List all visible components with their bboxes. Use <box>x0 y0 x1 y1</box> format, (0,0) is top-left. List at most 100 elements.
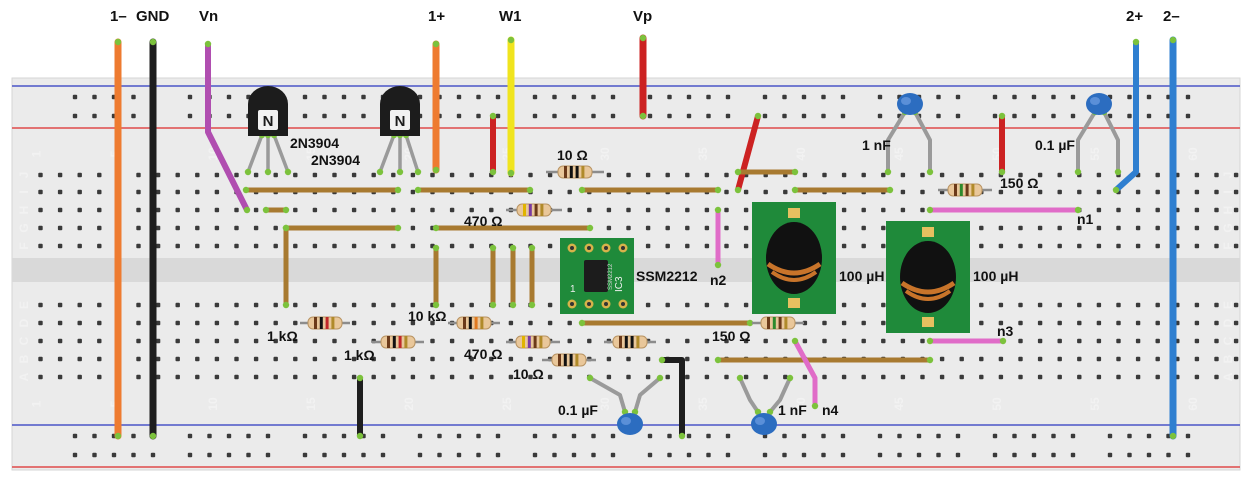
rail-hole <box>840 433 846 439</box>
hole <box>1077 302 1082 308</box>
hole <box>841 320 847 326</box>
hole <box>998 243 1004 249</box>
hole <box>1233 320 1239 326</box>
resistor-1k-left-body <box>307 316 343 330</box>
cap-leg <box>738 376 760 414</box>
rail-hole <box>361 113 366 119</box>
hole <box>645 374 651 380</box>
hole <box>1077 338 1082 344</box>
hole <box>97 189 102 195</box>
hole <box>38 207 43 213</box>
hole <box>939 356 945 362</box>
hole <box>665 243 670 249</box>
hole <box>841 302 847 308</box>
hole <box>38 338 43 344</box>
hole <box>273 172 278 178</box>
hole <box>195 338 200 344</box>
rail-hole <box>1031 452 1037 458</box>
rail-hole <box>686 452 692 458</box>
hole <box>351 302 357 308</box>
rail-hole <box>1127 94 1132 100</box>
hole <box>371 243 376 249</box>
capacitor-1nf-bottom-shine <box>755 417 765 425</box>
rail-hole <box>532 113 538 119</box>
hole <box>861 320 866 326</box>
hole <box>371 207 376 213</box>
hole <box>861 243 866 249</box>
hole <box>1018 356 1023 362</box>
jumper-black-1-end <box>356 432 364 440</box>
rail-hole <box>1166 452 1171 458</box>
hole <box>430 356 435 362</box>
transistor-q2-badge <box>390 110 410 130</box>
resistor-10k-band <box>468 317 472 329</box>
transistor-leg <box>246 133 264 174</box>
hole <box>136 207 141 213</box>
hole <box>861 338 866 344</box>
hole <box>136 302 141 308</box>
rail-hole <box>322 94 327 100</box>
wire-node-n4-end <box>811 402 819 410</box>
hole <box>724 225 729 231</box>
hole <box>312 207 318 213</box>
hole <box>645 243 651 249</box>
hole <box>1116 243 1121 249</box>
hole <box>783 189 788 195</box>
inductor-l1-winding <box>770 270 818 282</box>
hole <box>1135 207 1141 213</box>
hole <box>195 207 200 213</box>
transistor-q1-marking: N <box>263 113 274 130</box>
rail-hole <box>226 433 232 439</box>
rail-hole <box>1146 113 1152 119</box>
label-r10-bottom: 10 Ω <box>513 366 544 382</box>
hole <box>195 320 200 326</box>
hole <box>214 374 220 380</box>
hole <box>489 374 494 380</box>
hole <box>861 207 866 213</box>
hole <box>626 356 631 362</box>
transistor-leg-end <box>396 168 404 176</box>
hole <box>528 374 533 380</box>
hole <box>1155 243 1160 249</box>
label-node-n4: n4 <box>822 402 839 418</box>
row-letter: G <box>1221 223 1235 232</box>
rail-hole <box>936 433 941 439</box>
hole <box>939 374 945 380</box>
rail-hole <box>437 452 442 458</box>
resistor-150-top-band <box>954 184 957 196</box>
ic-pad-hole <box>570 246 574 250</box>
hole <box>1096 338 1102 344</box>
resistor-10-bottom-body <box>551 353 587 367</box>
hole <box>704 207 710 213</box>
hole <box>900 374 906 380</box>
inductor-l2-winding <box>904 289 952 301</box>
hole <box>1135 243 1141 249</box>
hole <box>645 207 651 213</box>
hole <box>1037 172 1043 178</box>
rail-hole <box>1070 433 1076 439</box>
hole <box>77 189 82 195</box>
hole <box>1194 172 1200 178</box>
hole <box>38 374 43 380</box>
hole <box>469 172 474 178</box>
hole <box>469 374 474 380</box>
hole <box>567 320 572 326</box>
rail-hole <box>782 94 787 100</box>
rail-hole <box>341 452 347 458</box>
hole <box>606 356 612 362</box>
rail-hole <box>1127 433 1132 439</box>
hole <box>312 172 318 178</box>
hole <box>273 338 278 344</box>
column-number-top: 1 <box>30 150 44 157</box>
hole <box>1155 356 1160 362</box>
jumper-brown-1-end <box>242 186 250 194</box>
hole <box>253 338 259 344</box>
wire-2-plus <box>1113 39 1139 193</box>
rail-hole <box>936 113 941 119</box>
hole <box>1233 374 1239 380</box>
hole <box>391 320 396 326</box>
hole <box>155 225 161 231</box>
hole <box>77 225 82 231</box>
resistor-1k-mid-band <box>404 336 408 348</box>
